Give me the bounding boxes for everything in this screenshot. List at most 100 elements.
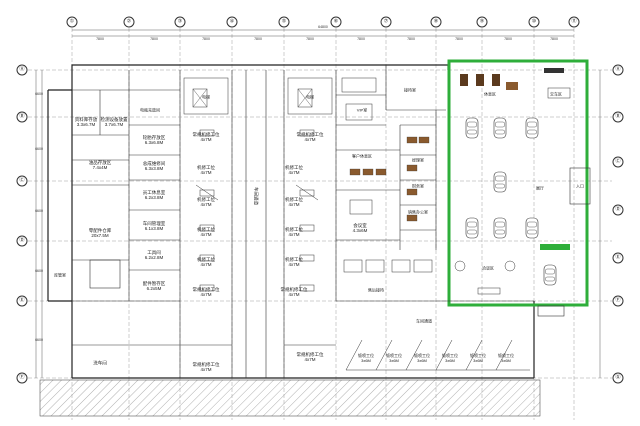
room-mech-1: 机修工位 4x7M — [197, 165, 215, 175]
room-mech-r2: 机修工位 4x7M — [285, 197, 303, 207]
dim-top-5: 7800 — [306, 37, 314, 41]
room-oil: 油品存放区 7.4x4M — [88, 160, 112, 170]
axis-right-f: Ⓕ — [612, 295, 624, 307]
room-paint-6: 钣喷工位 3x6M — [498, 353, 514, 363]
showroom-glass-wall — [447, 59, 589, 307]
room-finance: 财务室 — [412, 183, 424, 189]
axis-left-c: Ⓒ — [16, 175, 28, 187]
axis-top-11: ⑪ — [568, 16, 580, 28]
axis-top-8: ⑧ — [430, 16, 442, 28]
room-small-5: 配件暂存区 6.2x5M — [142, 281, 166, 291]
room-showroom: 展厅 — [536, 185, 544, 191]
room-customer-lounge: 客户休息区 — [352, 153, 372, 159]
work-bay-equipment — [195, 129, 319, 292]
axis-left-b: Ⓑ — [16, 111, 28, 123]
axis-top-7: ⑦ — [380, 16, 392, 28]
room-small-3: 车间管理室 6.1x3.8M — [142, 221, 166, 231]
room-bottom-2: 常规机修工位 4x7M — [296, 352, 324, 362]
room-mech-4: 机修工位 4x7M — [197, 257, 215, 267]
axis-left-a: Ⓐ — [16, 64, 28, 76]
room-mech-r4: 机修工位 4x7M — [285, 257, 303, 267]
dim-top-7: 7800 — [407, 37, 415, 41]
exterior-hatch — [39, 379, 541, 417]
room-mech-2: 机修工位 4x7M — [197, 197, 215, 207]
room-tool: 轮胎存放区 6.3x6.8M — [142, 135, 166, 145]
room-mech-r5: 常规机修工位 4x7M — [280, 287, 308, 297]
axis-left-f: Ⓕ — [16, 372, 28, 384]
room-paint-3: 钣喷工位 3x6M — [414, 353, 430, 363]
room-vip: VIP室 — [356, 107, 368, 113]
room-warehouse-office: 库管室 — [54, 272, 66, 278]
axis-right-g: Ⓖ — [612, 372, 624, 384]
room-manager: 经理室 — [412, 157, 424, 163]
dimension-lines — [35, 29, 601, 378]
room-small-2: 员工休息室 6.2x3.8M — [142, 190, 166, 200]
axis-right-d: Ⓓ — [612, 204, 624, 216]
dim-top-1: 7800 — [96, 37, 104, 41]
axis-top-9: ⑨ — [476, 16, 488, 28]
room-meeting: 会议室 4.3x6M — [352, 223, 368, 233]
room-small-1: 总成维修间 6.3x3.8M — [142, 161, 166, 171]
dim-top-8: 7800 — [455, 37, 463, 41]
room-lift-2: 电梯 — [306, 94, 314, 100]
dim-top-4: 7800 — [254, 37, 262, 41]
dim-left-4: 6600 — [35, 269, 43, 273]
dim-top-3: 7800 — [202, 37, 210, 41]
axis-right-a: Ⓐ — [612, 64, 624, 76]
room-negotiation: 洽谈区 — [482, 265, 494, 271]
axis-left-d: Ⓓ — [16, 235, 28, 247]
room-mech-5: 常规机修工位 4x7M — [192, 287, 220, 297]
room-mech-r3: 机修工位 4x7M — [285, 227, 303, 237]
dim-left-5: 6600 — [35, 338, 43, 342]
dim-top-10: 7800 — [550, 37, 558, 41]
dim-top-6: 7800 — [357, 37, 365, 41]
axis-top-4: ④ — [226, 16, 238, 28]
room-office-a: 资料库存放 3.3x6.7M — [74, 117, 98, 127]
dim-top-2: 7800 — [150, 37, 158, 41]
room-car-delivery: 交车区 — [550, 91, 562, 97]
axis-top-1: ① — [66, 16, 78, 28]
room-parts: 零配件仓库 20x7.5M — [88, 228, 112, 238]
room-mech-3: 机修工位 4x7M — [197, 227, 215, 237]
room-aftersale-reception: 售后接待 — [368, 287, 384, 293]
room-lift-1: 电梯 — [202, 94, 210, 100]
showroom-cars — [465, 117, 557, 286]
axis-right-b: Ⓑ — [612, 111, 624, 123]
paint-booths — [345, 339, 530, 371]
room-small-4: 工具间 6.2x2.8M — [144, 250, 164, 260]
room-office-b: 检测设备放置 3.7x6.7M — [100, 117, 128, 127]
room-corridor: 车间通道 — [416, 318, 432, 324]
dim-total: 64800 — [318, 25, 328, 29]
room-wash: 洗车间 — [93, 360, 107, 366]
dim-left-3: 6600 — [35, 209, 43, 213]
room-aisle: 车间通道 — [253, 187, 259, 205]
axis-top-2: ② — [123, 16, 135, 28]
room-general-1: 常规机修工位 4x7M — [192, 132, 220, 142]
room-lounge-area: 休息区 — [484, 91, 496, 97]
room-reception: 接待室 — [404, 87, 416, 93]
axis-top-5: ⑤ — [278, 16, 290, 28]
dim-left-1: 6600 — [35, 92, 43, 96]
room-sales-office: 销售办公室 — [408, 209, 428, 215]
room-paint-1: 钣喷工位 3x6M — [358, 353, 374, 363]
axis-left-e: Ⓔ — [16, 295, 28, 307]
outer-walls — [47, 64, 535, 379]
room-paint-5: 钣喷工位 3x6M — [470, 353, 486, 363]
axis-right-c: Ⓒ — [612, 156, 624, 168]
room-general-2: 常规机修工位 4x7M — [296, 132, 324, 142]
furniture — [341, 68, 591, 317]
room-paint-2: 钣喷工位 3x6M — [386, 353, 402, 363]
axis-top-6: ⑥ — [330, 16, 342, 28]
axis-right-e: Ⓔ — [612, 252, 624, 264]
axis-top-10: ⑩ — [528, 16, 540, 28]
dim-left-2: 6600 — [35, 147, 43, 151]
axis-top-3: ③ — [174, 16, 186, 28]
dim-top-9: 7800 — [504, 37, 512, 41]
room-mech-r1: 机修工位 4x7M — [285, 165, 303, 175]
room-paint-4: 钣喷工位 3x6M — [442, 353, 458, 363]
room-battery: 电瓶充放间 — [140, 107, 160, 113]
room-entrance: 入口 — [576, 183, 584, 189]
interior-walls — [72, 65, 534, 378]
room-bottom-1: 常规机修工位 4x7M — [192, 362, 220, 372]
